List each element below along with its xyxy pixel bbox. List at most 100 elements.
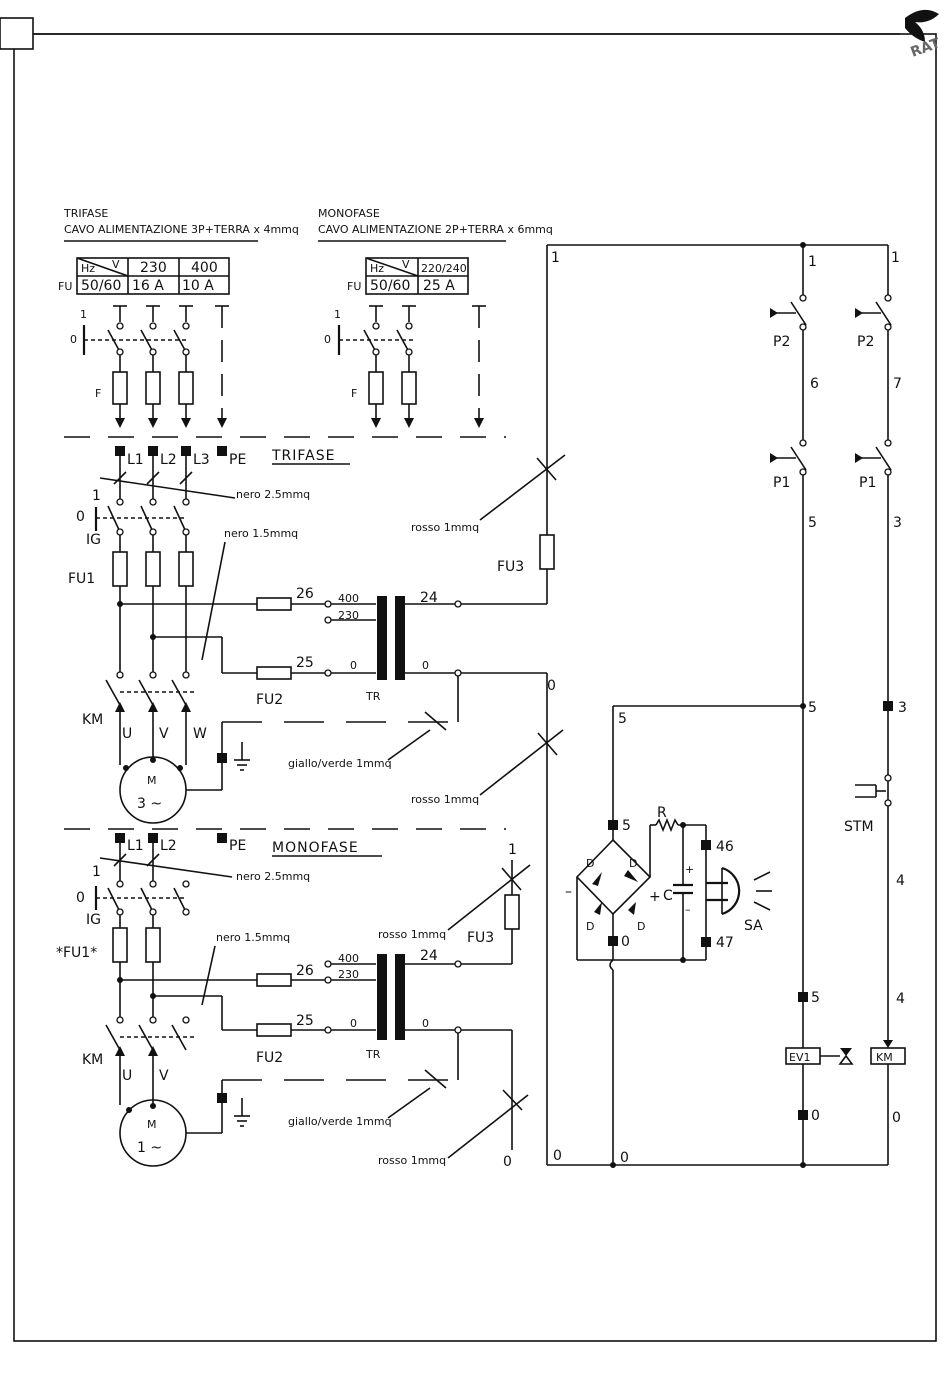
svg-text:26: 26 bbox=[296, 586, 314, 602]
svg-text:5: 5 bbox=[622, 818, 631, 834]
monofase-supply-switch: 1 0 F bbox=[324, 305, 486, 428]
svg-text:0: 0 bbox=[503, 1154, 512, 1170]
rosso-label-4: rosso 1mmq bbox=[378, 1154, 446, 1167]
svg-text:1: 1 bbox=[808, 254, 817, 270]
svg-text:L2: L2 bbox=[160, 452, 177, 468]
svg-text:P1: P1 bbox=[859, 475, 876, 491]
rosso-label-2: rosso 1mmq bbox=[411, 793, 479, 806]
svg-text:L1: L1 bbox=[127, 838, 144, 854]
svg-text:230: 230 bbox=[338, 609, 359, 622]
svg-text:L3: L3 bbox=[193, 452, 210, 468]
svg-text:D: D bbox=[586, 857, 594, 870]
svg-text:P1: P1 bbox=[773, 475, 790, 491]
trifase-section-label: TRIFASE bbox=[271, 448, 336, 464]
svg-text:0: 0 bbox=[76, 890, 85, 906]
km-contactor-monofase: KM U V bbox=[82, 1016, 195, 1105]
svg-text:P2: P2 bbox=[857, 334, 874, 350]
svg-text:Hz: Hz bbox=[370, 262, 384, 275]
svg-text:SA: SA bbox=[744, 918, 763, 934]
svg-text:FU: FU bbox=[58, 280, 72, 293]
svg-text:+: + bbox=[685, 863, 694, 876]
svg-text:0: 0 bbox=[350, 1017, 357, 1030]
svg-text:3 ~: 3 ~ bbox=[137, 796, 162, 812]
svg-text:25: 25 bbox=[296, 655, 314, 671]
svg-text:230: 230 bbox=[338, 968, 359, 981]
monofase-header: MONOFASE CAVO ALIMENTAZIONE 2P+TERRA x 6… bbox=[318, 207, 553, 295]
fu1-fuses: FU1 bbox=[68, 535, 194, 672]
svg-text:0: 0 bbox=[547, 678, 556, 694]
ig-switch-trifase: 1 0 IG bbox=[76, 488, 190, 548]
svg-text:0: 0 bbox=[422, 1017, 429, 1030]
trifase-supply-poles bbox=[107, 305, 229, 428]
svg-text:IG: IG bbox=[86, 912, 101, 928]
resistor-r bbox=[655, 817, 679, 833]
svg-text:1: 1 bbox=[92, 864, 101, 880]
svg-text:10 A: 10 A bbox=[182, 278, 214, 294]
svg-text:220/240: 220/240 bbox=[421, 262, 467, 275]
svg-text:400: 400 bbox=[338, 952, 359, 965]
svg-text:TR: TR bbox=[365, 690, 381, 703]
nero15-label-tri: nero 1.5mmq bbox=[224, 527, 298, 540]
trifase-title: TRIFASE bbox=[63, 207, 108, 220]
trifase-cable: CAVO ALIMENTAZIONE 3P+TERRA x 4mmq bbox=[64, 223, 299, 236]
svg-text:0: 0 bbox=[350, 659, 357, 672]
svg-text:7: 7 bbox=[893, 376, 902, 392]
fu3-trifase: FU3 bbox=[497, 245, 555, 604]
km-contactor-trifase: KM U V W bbox=[82, 671, 207, 765]
transformer-core-b bbox=[395, 596, 405, 680]
svg-text:0: 0 bbox=[76, 509, 85, 525]
svg-text:25: 25 bbox=[296, 1013, 314, 1029]
svg-text:W: W bbox=[193, 726, 207, 742]
rosso-label-3: rosso 1mmq bbox=[378, 928, 446, 941]
svg-text:L1: L1 bbox=[127, 452, 144, 468]
svg-text:V: V bbox=[159, 1068, 169, 1084]
trifase-header: TRIFASE CAVO ALIMENTAZIONE 3P+TERRA x 4m… bbox=[58, 207, 299, 295]
corner-tab bbox=[0, 17, 34, 50]
svg-text:C: C bbox=[663, 888, 673, 904]
svg-text:KM: KM bbox=[82, 1052, 103, 1068]
svg-text:3: 3 bbox=[898, 700, 907, 716]
svg-text:*FU1*: *FU1* bbox=[56, 945, 97, 961]
svg-text:FU3: FU3 bbox=[467, 930, 494, 946]
svg-text:IG: IG bbox=[86, 532, 101, 548]
svg-text:U: U bbox=[122, 1068, 132, 1084]
svg-text:0: 0 bbox=[553, 1148, 562, 1164]
svg-text:25 A: 25 A bbox=[423, 278, 455, 294]
svg-text:–: – bbox=[565, 884, 572, 900]
trifase-supply-switch: 1 0 F bbox=[70, 305, 229, 428]
svg-text:0: 0 bbox=[422, 659, 429, 672]
svg-text:1: 1 bbox=[80, 308, 87, 321]
trifase-transformer-circuit: 26 400 230 25 0 TR FU2 24 0 bbox=[117, 586, 547, 723]
svg-text:D: D bbox=[637, 920, 645, 933]
svg-text:4: 4 bbox=[896, 991, 905, 1007]
svg-text:26: 26 bbox=[296, 963, 314, 979]
fu3-monofase: 1 FU3 0 bbox=[467, 842, 520, 1170]
svg-text:400: 400 bbox=[338, 592, 359, 605]
svg-text:R: R bbox=[657, 805, 667, 821]
brand-logo: RAT bbox=[905, 9, 943, 61]
svg-text:M: M bbox=[147, 774, 157, 787]
svg-text:4: 4 bbox=[896, 873, 905, 889]
ig-switch-monofase: 1 0 IG bbox=[76, 864, 190, 928]
svg-text:STM: STM bbox=[844, 819, 874, 835]
svg-text:3: 3 bbox=[893, 515, 902, 531]
nero25-label-mono: nero 2.5mmq bbox=[236, 870, 310, 883]
svg-text:EV1: EV1 bbox=[789, 1051, 810, 1064]
fu2-fuse-a bbox=[256, 597, 292, 611]
svg-text:0: 0 bbox=[621, 934, 630, 950]
svg-text:F: F bbox=[351, 387, 357, 400]
transformer-core-a bbox=[377, 596, 387, 680]
svg-text:0: 0 bbox=[892, 1110, 901, 1126]
monofase-fuse-table: Hz V 220/240 FU 50/60 25 A bbox=[347, 257, 469, 295]
svg-text:Hz: Hz bbox=[81, 262, 95, 275]
svg-text:PE: PE bbox=[229, 452, 246, 468]
svg-text:230: 230 bbox=[140, 260, 167, 276]
svg-text:V: V bbox=[112, 258, 120, 271]
svg-text:F: F bbox=[95, 387, 101, 400]
svg-text:46: 46 bbox=[716, 839, 734, 855]
svg-text:0: 0 bbox=[620, 1150, 629, 1166]
svg-text:D: D bbox=[629, 857, 637, 870]
svg-text:1: 1 bbox=[508, 842, 517, 858]
stm-switch bbox=[855, 784, 886, 798]
